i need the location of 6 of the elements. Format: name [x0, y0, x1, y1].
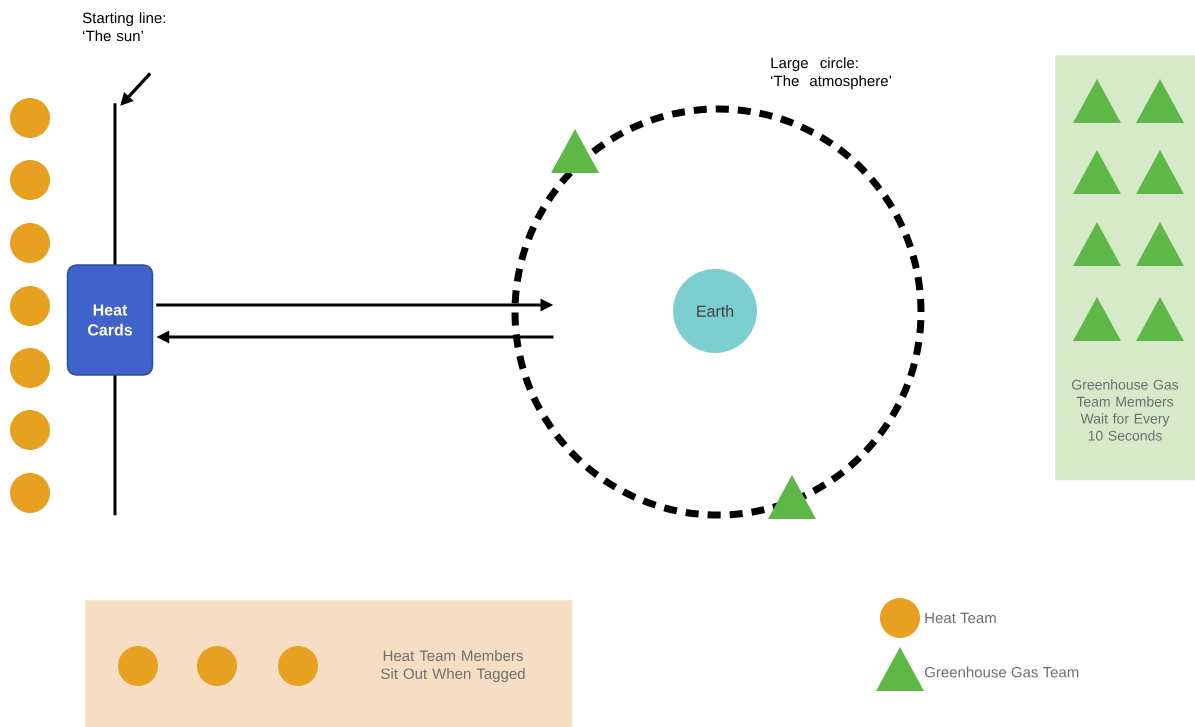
legend-label: Greenhouse Gas Team — [924, 666, 1079, 678]
circle-heading: Large circle: ‘The atmosphere’ — [771, 57, 891, 90]
legend-label: Heat Team — [925, 612, 996, 624]
sit-out-panel: Heat Team Members Sit Out When Tagged — [85, 600, 573, 727]
card-box: Heat Cards — [66, 264, 154, 376]
annotation-text: Starting line: ‘The sun’ — [82, 12, 165, 42]
